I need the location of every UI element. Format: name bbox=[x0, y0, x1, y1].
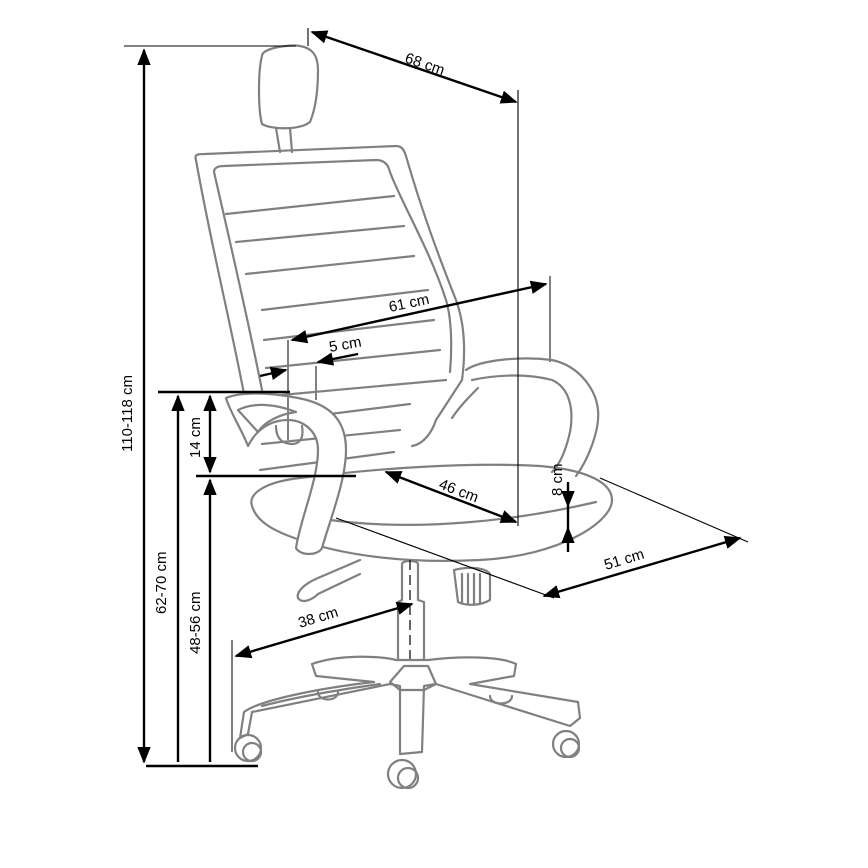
label-total-height: 110-118 cm bbox=[119, 375, 136, 452]
armrest-left-pad bbox=[236, 403, 298, 434]
label-armrest-above-seat: 14 cm bbox=[187, 417, 204, 458]
label-seat-width: 51 cm bbox=[602, 546, 646, 574]
headrest bbox=[257, 44, 320, 130]
caster-left bbox=[233, 733, 263, 763]
label-armrest-height: 62-70 cm bbox=[153, 551, 170, 614]
label-overall-depth: 68 cm bbox=[403, 50, 447, 79]
dimension-arrows bbox=[137, 30, 742, 764]
caster-right bbox=[551, 729, 581, 759]
chair-drawing bbox=[194, 44, 614, 790]
gas-cylinder bbox=[396, 559, 426, 664]
backrest-frame bbox=[194, 144, 466, 448]
extension-lines bbox=[124, 28, 749, 768]
casters bbox=[233, 729, 581, 790]
dimension-labels: 68 cm 61 cm 5 cm 110-118 cm 62-70 cm 14 … bbox=[119, 50, 646, 654]
headrest-post bbox=[274, 126, 294, 154]
label-seat-height: 48-56 cm bbox=[187, 591, 204, 654]
armrest-left-knob bbox=[274, 424, 304, 446]
tilt-knob bbox=[452, 566, 492, 606]
gas-lever bbox=[296, 558, 362, 603]
armrest-right bbox=[450, 357, 600, 478]
label-frame-thickness: 5 cm bbox=[328, 334, 363, 356]
star-base bbox=[238, 655, 582, 756]
armrest-left bbox=[224, 392, 348, 556]
label-seat-thickness: 8 cm bbox=[549, 463, 566, 496]
caster-center bbox=[386, 758, 418, 790]
